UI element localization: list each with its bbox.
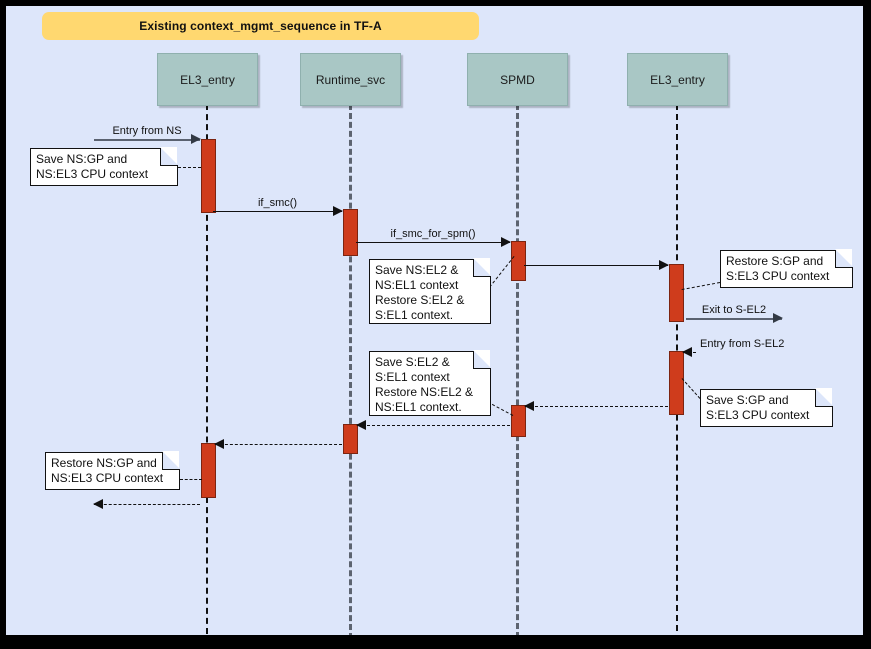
actor-label-runtime_svc: Runtime_svc (315, 72, 386, 87)
message-spmd-to-el3-line (524, 265, 668, 266)
message-exit-to-s-el2-arrowhead-icon (773, 313, 783, 323)
message-entry-from-s-el2-label: Entry from S-EL2 (697, 338, 788, 350)
message-runtime-to-el3-line (215, 444, 342, 445)
note-save-s-el2-fold-corner-icon (473, 350, 491, 369)
note-save-ns-gp-fold-corner-icon (160, 147, 178, 166)
note-restore-ns-gp: Restore NS:GP and NS:EL3 CPU context (45, 451, 180, 490)
note-restore-ns-gp-text: Restore NS:GP and NS:EL3 CPU context (51, 456, 164, 485)
note-restore-ns-gp-anchor-line (180, 479, 202, 480)
note-restore-s-gp-text: Restore S:GP and S:EL3 CPU context (726, 254, 830, 283)
message-entry-from-ns-line (94, 139, 200, 141)
note-save-s-el2: Save S:EL2 & S:EL1 context Restore NS:EL… (369, 350, 491, 416)
note-save-s-el2-text: Save S:EL2 & S:EL1 context Restore NS:EL… (375, 355, 474, 414)
message-spmd-to-el3-arrowhead-icon (659, 260, 669, 270)
activation-el3-entry-s-2 (669, 351, 684, 415)
message-if-smc-for-spm-line (356, 242, 510, 243)
message-spmd-to-runtime-arrowhead-icon (356, 420, 366, 430)
message-exit-to-s-el2-line (686, 318, 782, 320)
diagram-canvas: Existing context_mgmt_sequence in TF-A E… (6, 6, 863, 635)
lifeline-el3_entry_ns (206, 104, 208, 634)
note-save-s-gp-fold-corner-icon (815, 388, 833, 407)
note-restore-s-gp-anchor-line (681, 282, 721, 290)
activation-el3-entry-ns-2 (201, 443, 216, 498)
actor-box-el3_entry_ns[interactable]: EL3_entry (157, 53, 258, 106)
note-save-ns-el2-fold-corner-icon (473, 258, 491, 277)
lifeline-spmd (516, 104, 519, 635)
message-entry-from-ns-arrowhead-icon (191, 134, 201, 144)
message-if-smc-for-spm-arrowhead-icon (501, 237, 511, 247)
message-entry-from-ns-label: Entry from NS (109, 125, 185, 137)
activation-spmd-2 (511, 405, 526, 437)
note-restore-s-gp-fold-corner-icon (835, 249, 853, 268)
actor-box-spmd[interactable]: SPMD (467, 53, 568, 106)
diagram-title: Existing context_mgmt_sequence in TF-A (139, 19, 382, 33)
message-el3-return-ns-arrowhead-icon (93, 499, 103, 509)
note-save-ns-gp-anchor-line (178, 167, 201, 168)
message-exit-to-s-el2-label: Exit to S-EL2 (698, 304, 770, 316)
message-if-smc-arrowhead-icon (333, 206, 343, 216)
note-save-ns-gp: Save NS:GP and NS:EL3 CPU context (30, 147, 178, 186)
note-save-ns-el2: Save NS:EL2 & NS:EL1 context Restore S:E… (369, 258, 491, 324)
actor-label-el3_entry_ns: EL3_entry (180, 72, 235, 87)
message-if-smc-label: if_smc() (254, 197, 301, 209)
activation-runtime-svc-2 (343, 424, 358, 454)
message-el3-return-ns-line (94, 504, 200, 505)
actor-box-runtime_svc[interactable]: Runtime_svc (300, 53, 401, 106)
message-el3-to-spmd-arrowhead-icon (524, 401, 534, 411)
note-save-s-gp-text: Save S:GP and S:EL3 CPU context (706, 393, 810, 422)
message-el3-to-spmd-line (525, 406, 668, 407)
activation-runtime-svc-1 (343, 209, 358, 256)
message-spmd-to-runtime-line (357, 425, 510, 426)
message-entry-from-s-el2-arrowhead-icon (682, 347, 692, 357)
message-if-smc-line (213, 211, 342, 212)
diagram-title-banner: Existing context_mgmt_sequence in TF-A (42, 12, 479, 40)
note-save-s-gp: Save S:GP and S:EL3 CPU context (700, 388, 833, 427)
activation-el3-entry-s-1 (669, 264, 684, 322)
note-save-s-gp-anchor-line (681, 378, 701, 399)
lifeline-runtime_svc (349, 104, 352, 635)
activation-el3-entry-ns-1 (201, 139, 216, 213)
note-save-ns-gp-text: Save NS:GP and NS:EL3 CPU context (36, 152, 149, 181)
activation-spmd-1 (511, 241, 526, 281)
message-runtime-to-el3-arrowhead-icon (214, 439, 224, 449)
actor-box-el3_entry_s[interactable]: EL3_entry (627, 53, 728, 106)
message-if-smc-for-spm-label: if_smc_for_spm() (387, 228, 479, 240)
note-restore-s-gp: Restore S:GP and S:EL3 CPU context (720, 249, 853, 288)
note-save-ns-el2-text: Save NS:EL2 & NS:EL1 context Restore S:E… (375, 263, 465, 322)
actor-label-spmd: SPMD (500, 72, 535, 87)
actor-label-el3_entry_s: EL3_entry (650, 72, 705, 87)
note-restore-ns-gp-fold-corner-icon (162, 451, 180, 470)
